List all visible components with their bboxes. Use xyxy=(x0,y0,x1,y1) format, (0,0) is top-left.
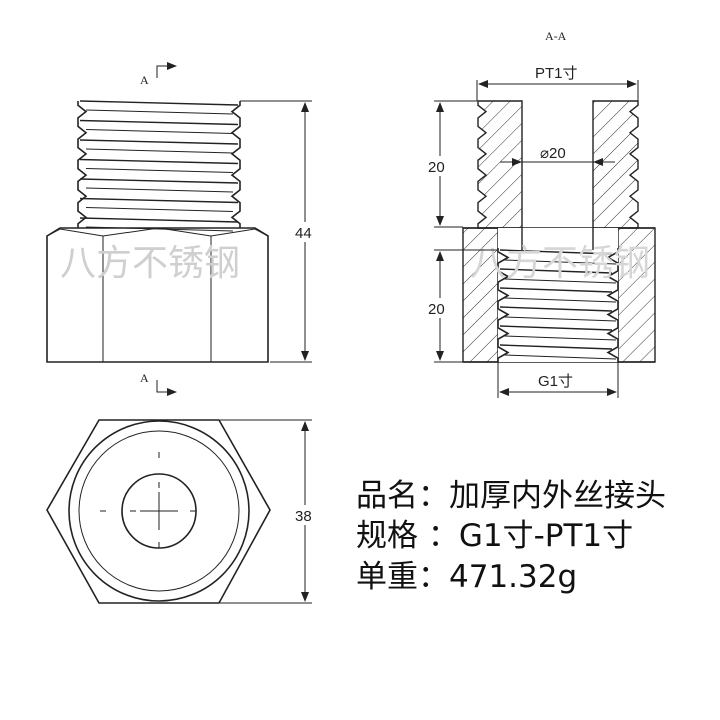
dim-height: 44 xyxy=(295,225,312,242)
dim-g-thread: G1寸 xyxy=(538,373,573,390)
section-label-bottom: A xyxy=(140,371,149,385)
front-view: 八方不锈钢 44 A A xyxy=(46,62,320,396)
watermark: 八方不锈钢 xyxy=(60,242,240,283)
watermark-2: 八方不锈钢 xyxy=(470,242,650,283)
spec-weight: 单重：471.32g xyxy=(356,559,578,595)
section-title: A-A xyxy=(545,29,567,43)
spec-name: 品名：加厚内外丝接头 xyxy=(356,478,666,514)
external-thread xyxy=(77,100,241,232)
dim-upper-length: 20 xyxy=(428,159,445,176)
hex-chamfer xyxy=(46,227,269,237)
dim-pt-thread: PT1寸 xyxy=(535,65,578,82)
dim-lower-length: 20 xyxy=(428,301,445,318)
dim-bore: ⌀20 xyxy=(540,145,566,162)
spec-size: 规格 ：G1寸-PT1寸 xyxy=(356,518,634,554)
dim-hex: 38 xyxy=(295,508,312,525)
section-view: A-A 八方不锈钢 PT1寸 ⌀20 20 20 G1寸 xyxy=(426,29,656,398)
section-label-top: A xyxy=(140,73,149,87)
end-view: 38 xyxy=(46,419,320,604)
internal-thread xyxy=(497,228,619,362)
